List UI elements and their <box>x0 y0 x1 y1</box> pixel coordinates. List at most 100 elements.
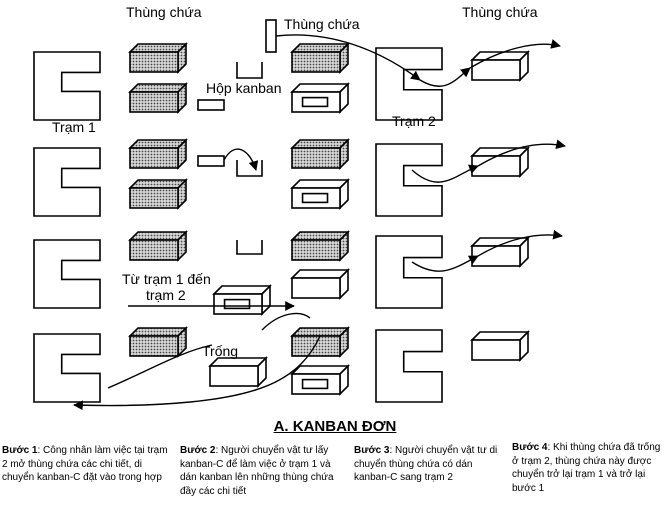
arrow-r1-station2-to-box <box>419 67 471 87</box>
box-r1-a-top <box>128 43 188 53</box>
box-r1-e <box>470 50 530 82</box>
diagram-title: A. KANBAN ĐƠN <box>273 418 397 435</box>
station-2-shape-row-1 <box>375 47 443 121</box>
box-r1-c <box>290 42 350 74</box>
box-r3-d-top <box>290 269 350 279</box>
box-r4-d-top <box>470 331 530 341</box>
box-r4-a-front <box>129 335 179 357</box>
kanban-box-r3 <box>236 240 263 255</box>
station-2-shape-row-2 <box>375 143 443 217</box>
box-r1-b <box>128 82 188 114</box>
box-r3-moving <box>212 284 272 316</box>
box-r4-empty-top <box>208 357 268 367</box>
box-r2-b <box>128 178 188 210</box>
box-r4-d-front <box>471 339 521 361</box>
box-r2-d-kanban-card <box>301 192 329 204</box>
step-1-text: : Công nhân làm việc tại trạm 2 mở thùng… <box>2 445 168 483</box>
label-container-top-left: Thùng chứa <box>126 4 202 20</box>
box-r3-b-top <box>290 231 350 241</box>
step-1: Bước 1: Công nhân làm việc tại trạm 2 mở… <box>2 444 168 485</box>
station-2-shape-row-4 <box>375 329 443 403</box>
kanban-card-r2 <box>197 155 225 167</box>
box-r4-b <box>290 326 350 358</box>
arrow-r2-to-box <box>411 164 479 183</box>
box-r1-a <box>128 42 188 74</box>
station-1-shape-row-4 <box>33 333 101 403</box>
box-r4-a <box>128 326 188 358</box>
label-container-top-right: Thùng chứa <box>462 4 538 20</box>
step-2: Bước 2: Người chuyển vật tư lấy kanban-C… <box>180 444 346 498</box>
box-r1-e-front <box>471 59 521 81</box>
box-r3-b-front <box>291 239 341 261</box>
box-r3-d <box>290 268 350 300</box>
box-r1-b-top <box>128 83 188 93</box>
box-r2-c-top <box>290 139 350 149</box>
box-r3-c <box>470 236 530 268</box>
box-r4-c-top <box>290 365 350 375</box>
arrow-r1-box-out <box>469 39 561 69</box>
label-empty: Trống <box>202 343 239 359</box>
box-r3-moving-top <box>212 285 272 295</box>
box-r4-b-front <box>291 335 341 357</box>
kanban-box-r2 <box>236 160 263 177</box>
box-r2-b-front <box>129 187 179 209</box>
box-r2-d <box>290 178 350 210</box>
step-3-text: : Người chuyển vật tư di chuyển thùng ch… <box>354 445 498 483</box>
box-r4-a-top <box>128 327 188 337</box>
box-r2-c-front <box>291 147 341 169</box>
arrow-r3-curve <box>261 312 311 331</box>
step-1-label: Bước 1 <box>2 445 38 456</box>
label-to-station-2: trạm 2 <box>146 287 186 303</box>
box-r1-d <box>290 82 350 114</box>
box-r1-d-kanban-card <box>301 96 329 108</box>
box-r4-empty <box>208 356 268 388</box>
box-r4-c <box>290 364 350 396</box>
step-4-text: : Khi thùng chứa đã trống ở trạm 2, thùn… <box>512 442 661 494</box>
box-r2-a <box>128 138 188 170</box>
box-r2-d-top <box>290 179 350 189</box>
box-r4-c-kanban-card <box>301 378 329 390</box>
arrow-r4-return <box>73 335 321 411</box>
kanban-box-r1 <box>236 62 263 79</box>
station-1-shape-row-3 <box>33 239 101 309</box>
box-r1-b-front <box>129 91 179 113</box>
label-kanban-box: Hộp kanban <box>206 80 282 96</box>
step-3: Bước 3: Người chuyển vật tư di chuyển th… <box>354 444 504 485</box>
label-from-station-1: Từ trạm 1 đến <box>122 271 211 287</box>
station-1-shape-row-2 <box>33 147 101 217</box>
box-r3-a-front <box>129 239 179 261</box>
box-r3-moving-kanban-card <box>223 298 251 310</box>
arrow-r3-to-box <box>411 255 479 272</box>
box-r1-a-front <box>129 51 179 73</box>
box-r1-c-top <box>290 43 350 53</box>
arrow-r2-out <box>477 139 566 167</box>
box-r2-b-top <box>128 179 188 189</box>
box-r4-d <box>470 330 530 362</box>
kanban-card-r1 <box>197 99 225 111</box>
box-r1-c-front <box>291 51 341 73</box>
arrow-r1-card-to-station2 <box>275 34 421 81</box>
step-2-label: Bước 2 <box>180 445 216 456</box>
box-r2-e <box>470 146 530 178</box>
box-r4-b-top <box>290 327 350 337</box>
box-r3-a <box>128 230 188 262</box>
arrow-r3-out <box>477 229 563 257</box>
step-4: Bước 4: Khi thùng chứa đã trống ở trạm 2… <box>512 441 668 495</box>
box-r3-b <box>290 230 350 262</box>
arrow-r2-card <box>223 148 259 171</box>
box-r3-d-front <box>291 277 341 299</box>
arrow-r4-empty <box>107 344 213 389</box>
station-1-shape-row-1 <box>33 51 101 121</box>
box-r1-d-top <box>290 83 350 93</box>
label-container-top-middle: Thùng chứa <box>284 16 360 32</box>
label-station-2: Trạm 2 <box>392 113 436 129</box>
step-3-label: Bước 3 <box>354 445 390 456</box>
kanban-card-vertical <box>265 19 277 53</box>
box-r3-a-top <box>128 231 188 241</box>
box-r2-c <box>290 138 350 170</box>
box-r2-a-front <box>129 147 179 169</box>
box-r2-a-top <box>128 139 188 149</box>
step-2-text: : Người chuyển vật tư lấy kanban-C để là… <box>180 445 334 497</box>
step-4-label: Bước 4 <box>512 442 548 453</box>
